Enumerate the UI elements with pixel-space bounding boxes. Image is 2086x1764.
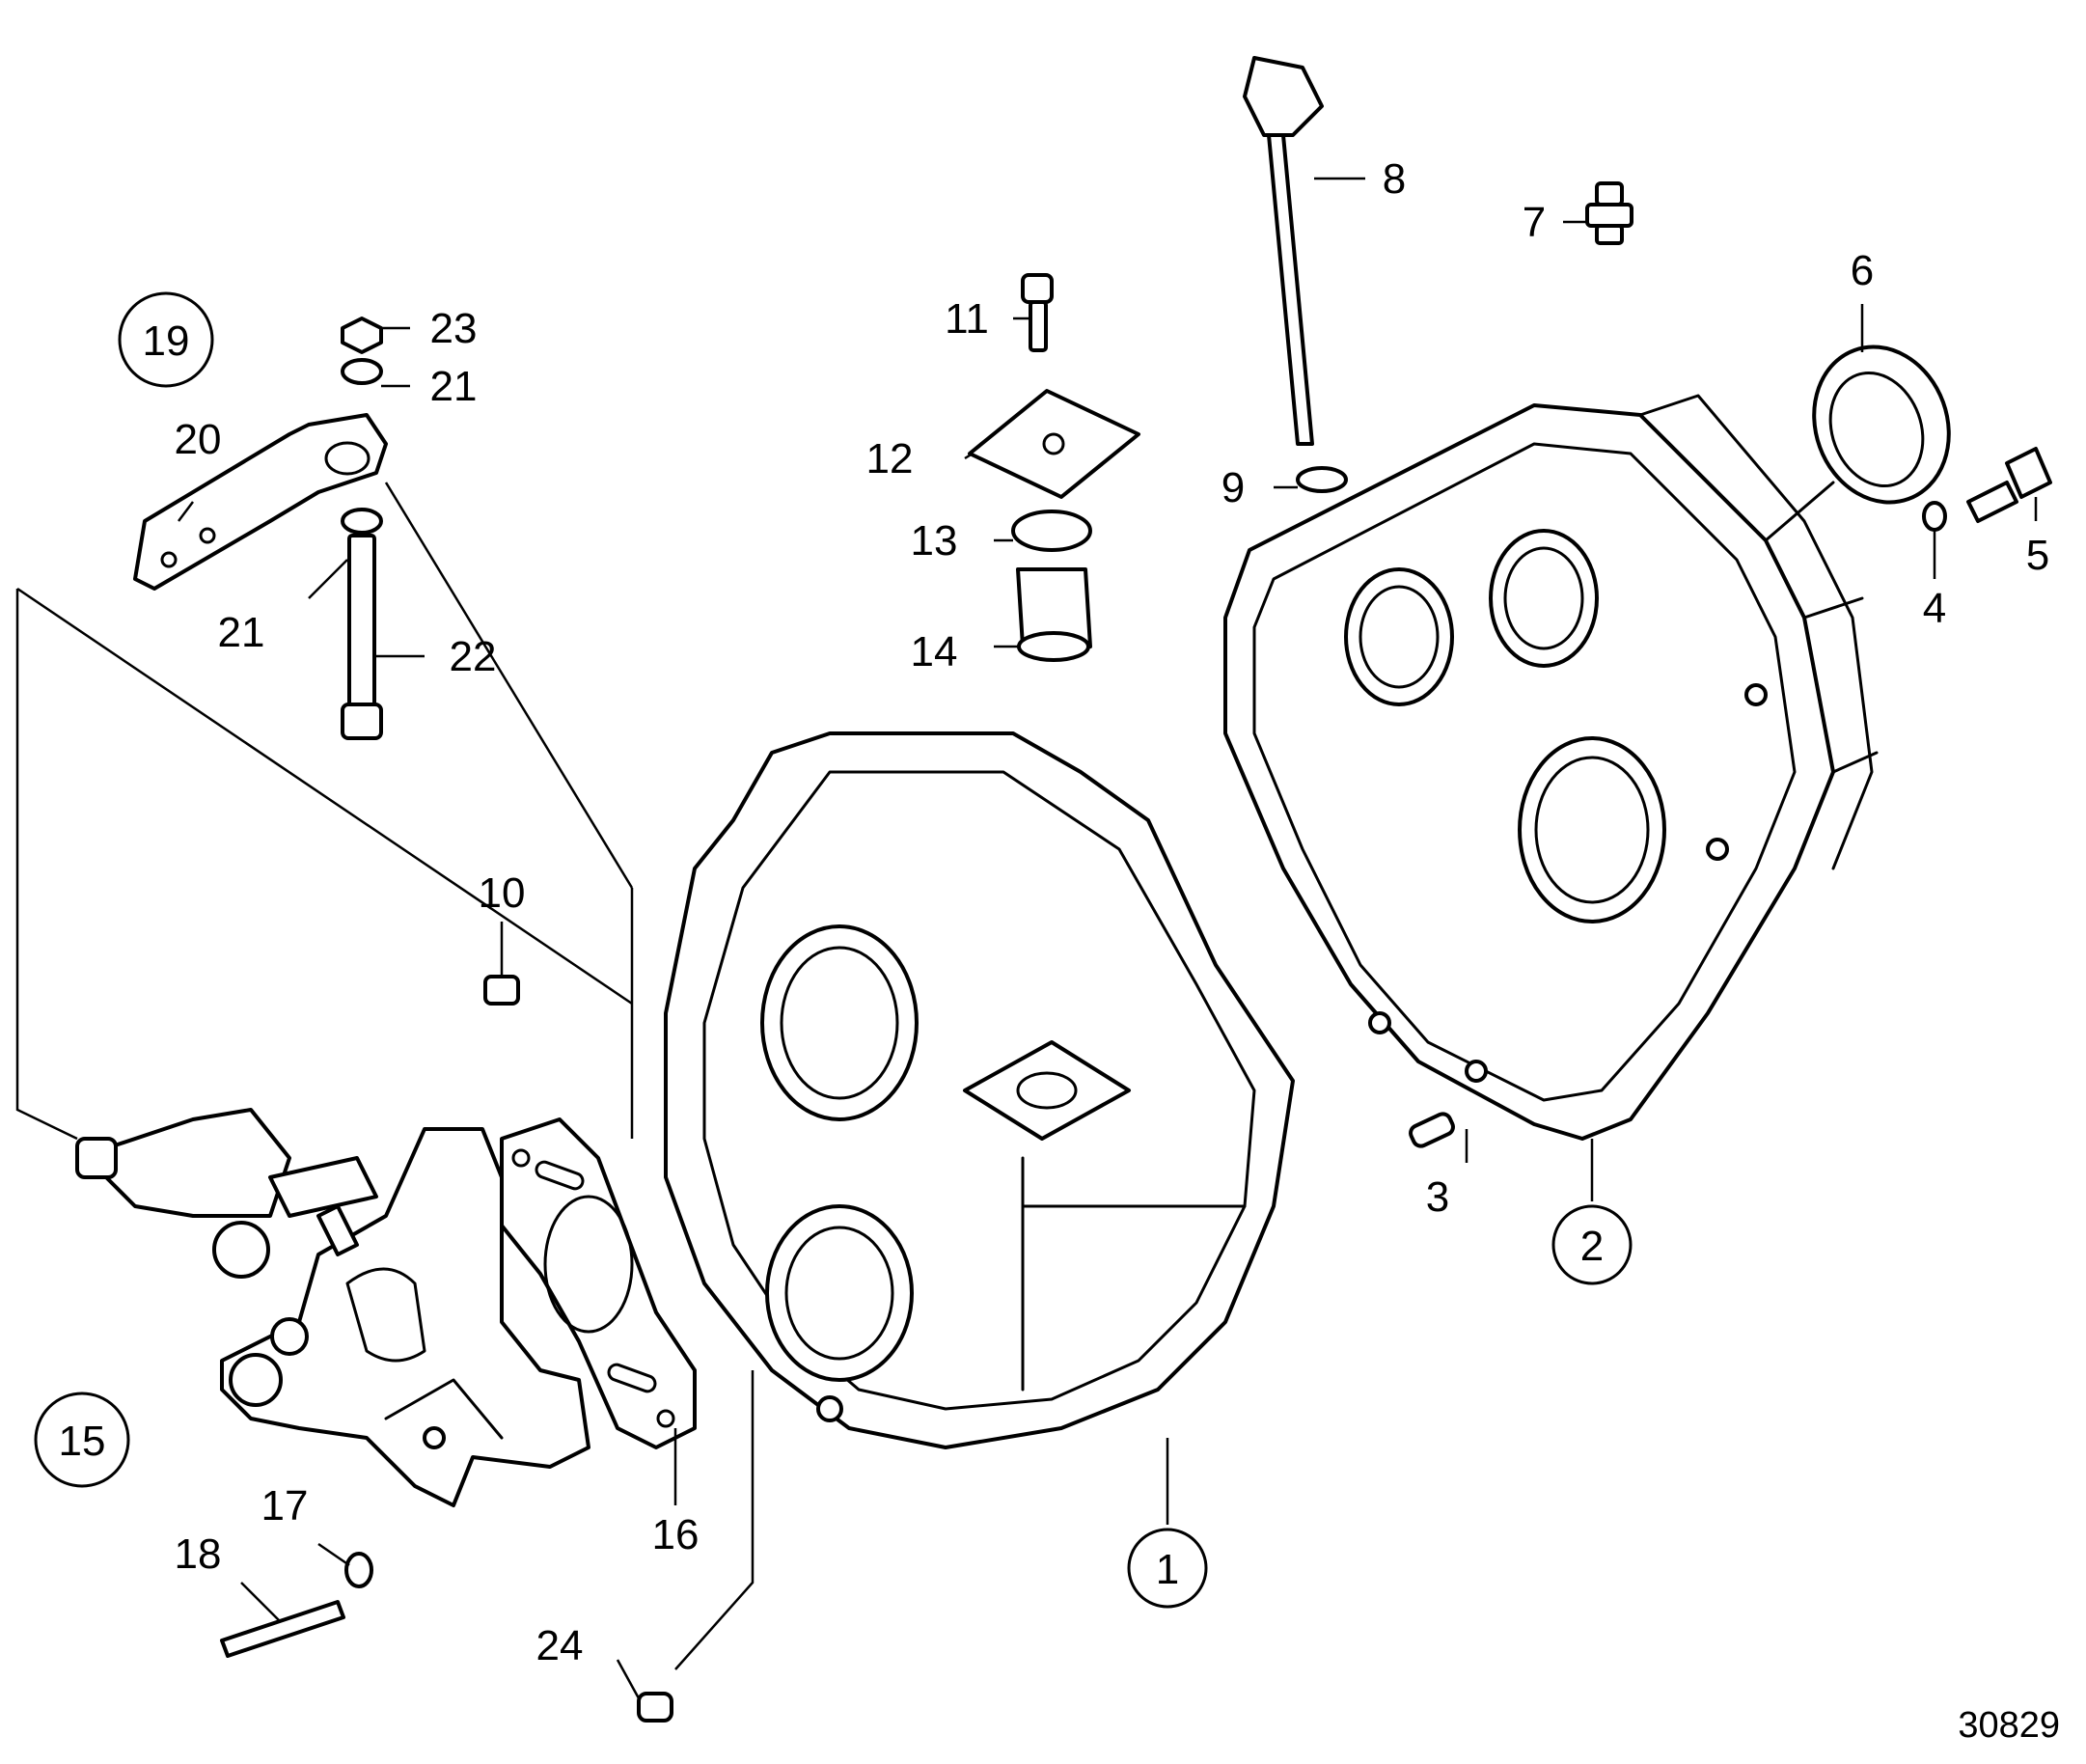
svg-text:2: 2	[1580, 1223, 1604, 1270]
reference-number: 30829	[1958, 1705, 2060, 1746]
callout-3: 3	[1426, 1173, 1449, 1221]
bolt-18-part	[220, 1600, 345, 1658]
o-ring-part	[1296, 466, 1348, 493]
strainer-stack-part	[968, 273, 1140, 662]
circled-callout-1: 1	[1127, 1528, 1208, 1609]
washer-17-part	[344, 1552, 373, 1588]
svg-text:1: 1	[1156, 1546, 1179, 1593]
circled-callout-15: 15	[34, 1392, 130, 1488]
callout-9: 9	[1221, 464, 1245, 511]
plug-10-part	[483, 975, 520, 1006]
callout-18: 18	[175, 1530, 222, 1578]
assembly-outline-lines	[15, 482, 634, 1141]
callout-21-bottom: 21	[218, 609, 265, 656]
dipstick-part	[1243, 56, 1324, 446]
callout-11: 11	[945, 295, 989, 343]
callout-23: 23	[430, 305, 478, 352]
gasket-part	[500, 1117, 697, 1449]
svg-text:19: 19	[143, 317, 190, 365]
dowel-pin-part	[1409, 1112, 1455, 1148]
svg-text:15: 15	[59, 1418, 106, 1465]
callout-5: 5	[2026, 532, 2049, 579]
callout-17: 17	[261, 1482, 309, 1530]
callout-22: 22	[450, 633, 497, 680]
plug-24-part	[637, 1692, 673, 1723]
rear-housing-part	[1223, 394, 1879, 1141]
callout-16: 16	[652, 1511, 700, 1558]
front-housing-part	[664, 731, 1295, 1449]
leader-lines	[178, 177, 2038, 1699]
callout-20: 20	[175, 416, 222, 463]
circled-callout-2: 2	[1551, 1204, 1633, 1285]
seal-ring-part	[1812, 345, 1951, 505]
circled-callout-19: 19	[118, 291, 214, 388]
callout-4: 4	[1923, 585, 1946, 632]
callout-7: 7	[1523, 199, 1546, 246]
oil-pump-assembly-part	[75, 1108, 590, 1507]
callout-12: 12	[866, 435, 914, 482]
breather-part	[1585, 181, 1633, 245]
callout-14: 14	[911, 628, 958, 675]
bolt-part	[1966, 447, 2052, 523]
callout-8: 8	[1383, 155, 1406, 203]
washer-part	[1922, 501, 1947, 532]
callout-10: 10	[479, 869, 526, 917]
bracket-kit-part	[133, 317, 388, 740]
callout-24: 24	[536, 1622, 584, 1669]
callout-21-top: 21	[430, 363, 478, 410]
callout-6: 6	[1851, 247, 1874, 294]
callout-13: 13	[911, 517, 958, 565]
